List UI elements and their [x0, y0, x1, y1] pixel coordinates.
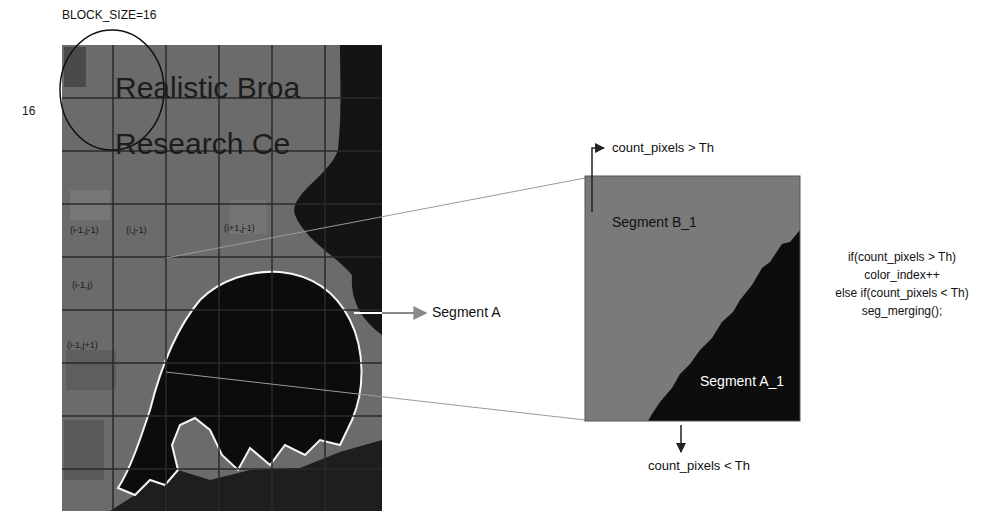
cell-label: (i-1,j-1): [70, 225, 99, 236]
zoom-line: [166, 178, 585, 258]
image-patch: [70, 190, 110, 220]
code-line: seg_merging();: [812, 304, 992, 318]
cell-label: (i,j-1): [126, 225, 147, 236]
code-line: if(count_pixels > Th): [812, 250, 992, 264]
image-patch: [64, 420, 104, 480]
cell-label: (i+1,j-1): [224, 223, 255, 234]
pointer-arrow: [592, 148, 604, 212]
pointer-arrow: [354, 312, 382, 314]
cell-label: (i-1,j): [72, 280, 93, 291]
image-text: Research Ce: [115, 126, 290, 162]
image-patch: [66, 350, 116, 390]
cell-label: (i-1,j+1): [67, 340, 98, 351]
zoom-line: [166, 372, 585, 420]
pointer-arrow: [680, 425, 682, 452]
code-line: else if(count_pixels < Th): [812, 286, 992, 300]
dimension-label: 16: [22, 104, 35, 118]
zoom-border: [585, 176, 800, 421]
image-patch: [64, 47, 86, 87]
dimension-label: BLOCK_SIZE=16: [62, 8, 156, 22]
pointer-arrow: [382, 312, 426, 314]
zoom-segment: [648, 230, 800, 421]
segment-label: Segment A_1: [700, 373, 784, 390]
block-grid: [62, 45, 382, 511]
code-line: color_index++: [812, 268, 992, 282]
condition-label: count_pixels > Th: [612, 140, 714, 156]
image-text: Realistic Broa: [115, 70, 300, 106]
zoom-block: [585, 176, 800, 421]
condition-label: count_pixels < Th: [648, 458, 750, 474]
segment-label: Segment B_1: [612, 214, 697, 231]
segment-region: [110, 440, 382, 511]
image-ground: [62, 45, 382, 511]
segment-label: Segment A: [432, 304, 501, 321]
